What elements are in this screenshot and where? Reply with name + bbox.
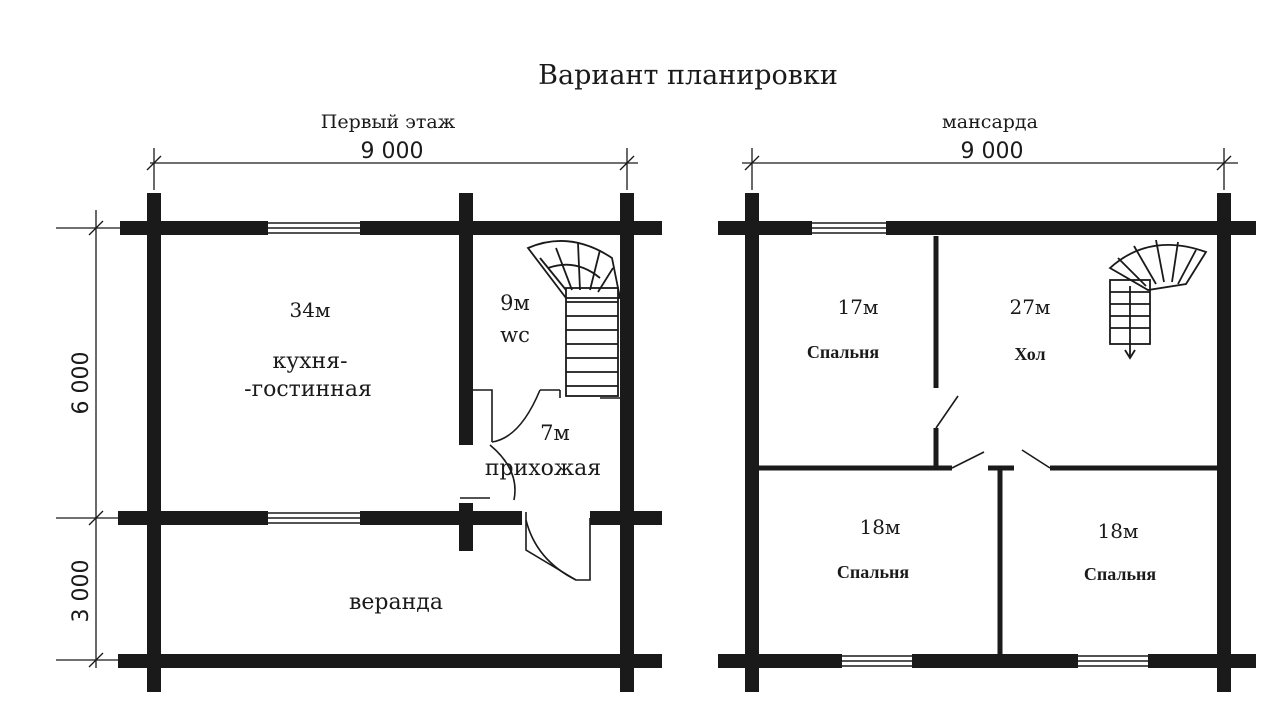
attic-bed2-area-label: 18м xyxy=(859,515,900,539)
attic-walls xyxy=(718,193,1256,692)
ground-depth-main-label: 6 000 xyxy=(69,352,94,415)
attic-floor-label: мансарда xyxy=(942,111,1038,133)
attic-width-dimension: 9 000 xyxy=(742,139,1238,190)
hall-name-label: прихожая xyxy=(485,456,601,481)
wc-name-label: wc xyxy=(500,323,530,347)
ground-depth-veranda-label: 3 000 xyxy=(69,560,94,623)
veranda-name-label: веранда xyxy=(349,590,443,615)
attic-bed1-area-label: 17м xyxy=(837,295,878,319)
attic-bed2-name-label: Спальня xyxy=(837,562,910,582)
ground-windows xyxy=(268,222,360,524)
attic-partitions xyxy=(758,236,1218,656)
kitchen-name-line1: кухня- xyxy=(272,349,347,374)
hall-area-label: 7м xyxy=(540,421,570,445)
ground-floor-label: Первый этаж xyxy=(321,111,456,133)
wc-area-label: 9м xyxy=(500,291,530,315)
attic-stair xyxy=(1108,239,1208,360)
kitchen-name-line2: -гостинная xyxy=(244,377,372,402)
ground-floor-plan: Первый этаж 9 000 6 000 3 000 xyxy=(56,111,662,692)
attic-bed1-name-label: Спальня xyxy=(807,342,880,362)
ground-walls xyxy=(118,193,662,692)
attic-windows xyxy=(812,222,1148,667)
ground-doors xyxy=(460,389,620,581)
attic-hall-area-label: 27м xyxy=(1009,295,1050,319)
ground-width-dimension: 9 000 xyxy=(146,139,638,190)
ground-depth-dimension: 6 000 3 000 xyxy=(56,210,122,668)
plan-title: Вариант планировки xyxy=(538,60,838,91)
attic-bed3-area-label: 18м xyxy=(1097,519,1138,543)
attic-bed3-name-label: Спальня xyxy=(1084,564,1157,584)
ground-stair xyxy=(526,240,622,397)
ground-width-label: 9 000 xyxy=(361,139,424,164)
kitchen-area-label: 34м xyxy=(289,298,330,322)
attic-doors xyxy=(935,395,1051,469)
attic-floor-plan: мансарда 9 000 xyxy=(718,111,1256,692)
attic-hall-name-label: Хол xyxy=(1014,344,1045,364)
attic-width-label: 9 000 xyxy=(961,139,1024,164)
